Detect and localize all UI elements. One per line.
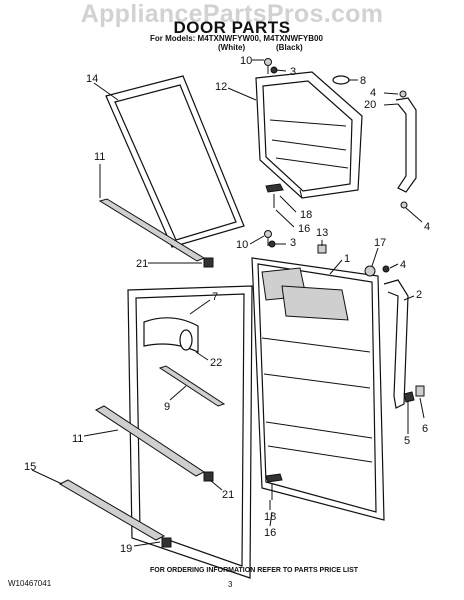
callout-18-upper: 18: [300, 209, 312, 221]
callout-16-lower: 16: [264, 527, 276, 539]
ordering-note: FOR ORDERING INFORMATION REFER TO PARTS …: [150, 567, 359, 574]
callout-15: 15: [24, 461, 36, 473]
fresh-food-door-liner: [251, 257, 385, 521]
hinge-hardware-lower: [264, 230, 390, 277]
callout-2: 2: [416, 289, 422, 301]
strip-end-cap: [161, 537, 172, 548]
callout-3-upper: 3: [290, 66, 296, 78]
callout-18-lower: 18: [264, 511, 276, 523]
callout-21-upper: 21: [136, 258, 148, 270]
callout-21-lower: 21: [222, 489, 234, 501]
fresh-food-gasket: [127, 285, 253, 579]
breaker-strip-bottom: [58, 479, 166, 541]
callout-11-lower: 11: [72, 433, 83, 445]
door-handle: [383, 279, 425, 409]
models-line: For Models: M4TXNWFYW00, M4TXNWFYB00: [150, 34, 323, 43]
callout-10-lower: 10: [236, 239, 248, 251]
dairy-door: [143, 317, 199, 353]
callout-13: 13: [316, 227, 328, 239]
callout-7: 7: [212, 291, 218, 303]
hinge-hardware-mid: [265, 183, 284, 208]
callout-20: 20: [364, 99, 376, 111]
top-hinge: [395, 90, 417, 209]
callout-11-upper: 11: [94, 151, 105, 163]
callout-1: 1: [344, 253, 350, 265]
freezer-gasket: [105, 75, 245, 248]
bottom-hinge-hardware: [265, 473, 283, 500]
document-id: W10467041: [8, 579, 52, 588]
callout-labels: 14 11 12 10 3 8 4 20 18 16 4 21 10 3 13 …: [24, 55, 430, 555]
shelf-strip: [158, 365, 226, 407]
callout-3-lower: 3: [290, 237, 296, 249]
callout-4-lower: 4: [400, 259, 406, 271]
callout-12: 12: [215, 81, 227, 93]
callout-16-upper: 16: [298, 223, 310, 235]
callout-19: 19: [120, 543, 132, 555]
page-number: 3: [228, 580, 233, 589]
callout-14: 14: [86, 73, 98, 85]
page-title: DOOR PARTS: [173, 18, 291, 37]
freezer-door-liner: [255, 71, 363, 199]
callout-4-side: 4: [424, 221, 430, 233]
variant-white: (White): [218, 43, 246, 52]
clip-lower: [203, 471, 214, 482]
callout-8: 8: [360, 75, 366, 87]
clip-upper: [203, 257, 214, 268]
callout-6: 6: [422, 423, 428, 435]
callout-9: 9: [164, 401, 170, 413]
callout-5: 5: [404, 435, 410, 447]
variant-black: (Black): [276, 43, 303, 52]
callout-10-upper: 10: [240, 55, 252, 67]
watermark: AppliancePartsPros.com: [80, 0, 384, 28]
leader-lines: [31, 59, 425, 547]
callout-22: 22: [210, 357, 222, 369]
callout-4-upper: 4: [370, 87, 376, 99]
callout-17: 17: [374, 237, 386, 249]
